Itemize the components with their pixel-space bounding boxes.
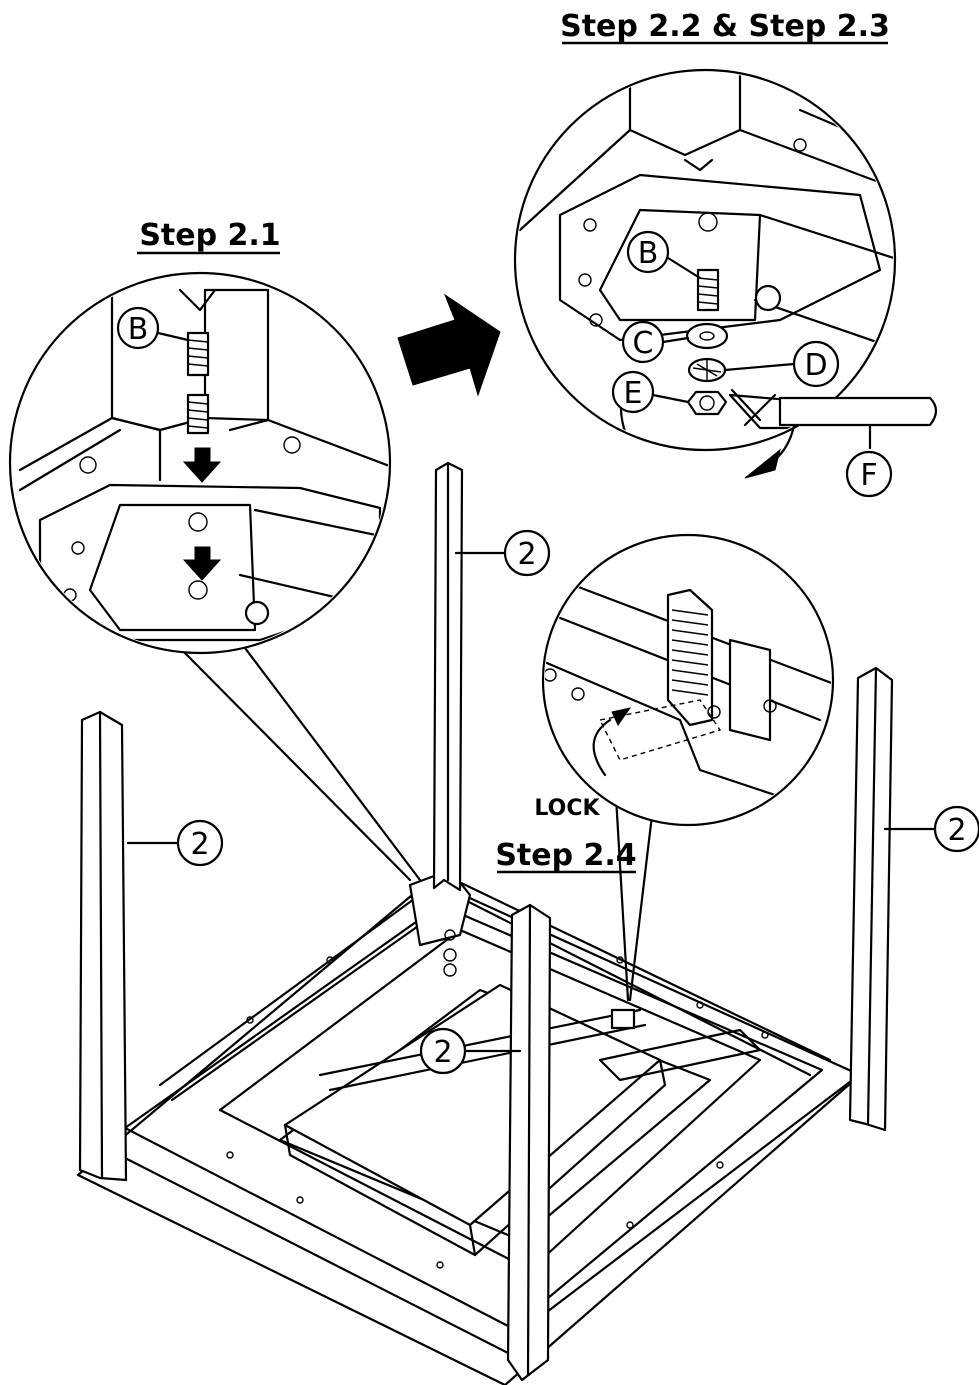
svg-text:2: 2: [947, 813, 966, 848]
leg-front: [506, 903, 552, 1382]
leg-label-front: 2: [419, 1027, 522, 1075]
part-label-d: D: [804, 348, 827, 383]
svg-text:2: 2: [190, 827, 209, 862]
step-2-4-heading: Step 2.4: [495, 838, 636, 873]
leg-label-top: 2: [454, 529, 551, 577]
svg-text:2: 2: [433, 1035, 452, 1070]
callout-step-2-4: [541, 533, 835, 1002]
lock-label: LOCK: [534, 796, 600, 821]
part-label-b-step-2-1: B: [128, 312, 149, 347]
table-frame: [76, 868, 862, 1385]
callout-step-2-1: B: [8, 271, 422, 882]
callout-step-2-2-2-3: B C D E F: [513, 68, 938, 498]
leg-top: [432, 461, 464, 892]
part-label-f: F: [860, 458, 877, 493]
leg-left: [78, 710, 128, 1182]
part-label-c: C: [633, 326, 654, 361]
step-2-1-heading: Step 2.1: [139, 218, 280, 253]
svg-text:2: 2: [517, 537, 536, 572]
rotation-arrow-icon: [744, 448, 781, 479]
leg-label-left: 2: [126, 819, 224, 867]
part-label-e: E: [624, 376, 643, 411]
leg-right: [848, 666, 894, 1132]
direction-arrow-icon: [397, 293, 501, 397]
part-label-b-step-2-2: B: [638, 236, 659, 271]
leg-label-right: 2: [883, 805, 979, 853]
step-2-2-2-3-heading: Step 2.2 & Step 2.3: [560, 9, 890, 44]
